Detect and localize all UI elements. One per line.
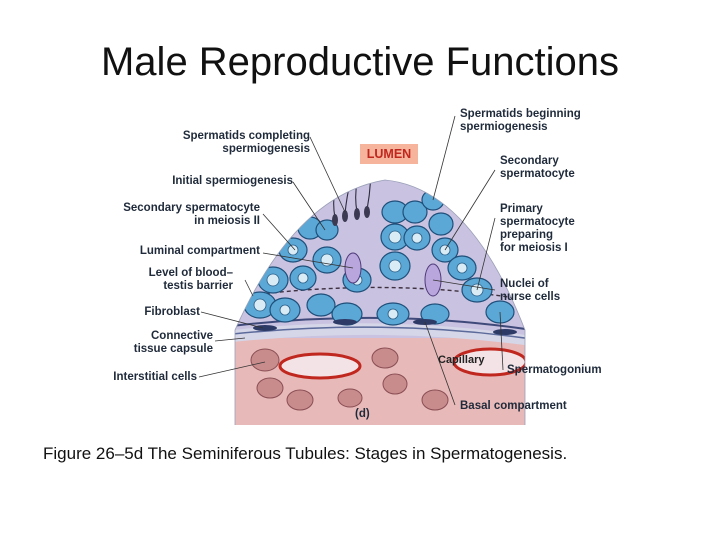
label-line: tissue capsule <box>133 343 213 355</box>
label-line: Nuclei of <box>500 278 549 290</box>
label-secondary-meiosis: Secondary spermatocyte in meiosis II <box>95 202 260 228</box>
capillary-left <box>278 352 362 380</box>
label-connective-capsule: Connective tissue capsule <box>105 330 213 356</box>
label-interstitial-cells: Interstitial cells <box>113 371 197 383</box>
label-line: Primary <box>500 203 543 215</box>
seminiferous-tubule-figure: LUMEN Spermatids completing spermiogenes… <box>95 100 625 425</box>
label-secondary-spermatocyte: Secondary spermatocyte <box>500 155 620 181</box>
label-luminal-compartment: Luminal compartment <box>139 245 260 257</box>
label-blood-testis-barrier: Level of blood– testis barrier <box>105 267 233 293</box>
label-line: Secondary <box>500 155 559 167</box>
slide-title: Male Reproductive Functions <box>100 40 620 84</box>
panel-letter: (d) <box>355 408 370 420</box>
label-capillary: Capillary <box>438 354 485 366</box>
label-line: spermatocyte <box>500 216 575 228</box>
label-line: nurse cells <box>500 291 561 303</box>
label-spermatogonium: Spermatogonium <box>507 364 602 376</box>
label-line: Spermatids beginning <box>460 108 581 120</box>
label-line: preparing <box>500 229 554 241</box>
label-line: Connective <box>151 330 213 342</box>
label-basal-compartment: Basal compartment <box>460 400 567 412</box>
label-fibroblast: Fibroblast <box>144 306 200 318</box>
label-line: spermiogenesis <box>222 143 310 155</box>
wedge-outline <box>234 179 526 425</box>
lumen-label: LUMEN <box>360 144 418 164</box>
label-line: Secondary spermatocyte <box>123 202 260 214</box>
cell-nuclei <box>253 230 484 320</box>
label-spermatids-completing: Spermatids completing spermiogenesis <box>125 130 310 156</box>
spermatid-heads <box>332 206 370 226</box>
label-line: Level of blood– <box>148 267 233 279</box>
label-line: spermatocyte <box>500 168 575 180</box>
label-line: Spermatids completing <box>182 130 310 142</box>
label-line: spermiogenesis <box>460 121 548 133</box>
label-spermatids-beginning: Spermatids beginning spermiogenesis <box>460 108 620 134</box>
interstitial-cells <box>250 347 449 411</box>
label-initial-spermiogenesis: Initial spermiogenesis <box>172 175 293 187</box>
label-nurse-cell-nuclei: Nuclei of nurse cells <box>500 278 620 304</box>
label-line: for meiosis I <box>500 242 568 254</box>
leader-lines <box>198 115 504 406</box>
figure-caption: Figure 26–5d The Seminiferous Tubules: S… <box>43 444 568 463</box>
tubule-illustration <box>198 115 526 425</box>
blood-testis-barrier-line <box>244 286 516 299</box>
capillary-right <box>452 347 525 377</box>
label-line: testis barrier <box>163 280 233 292</box>
label-primary-spermatocyte: Primary spermatocyte preparing for meios… <box>500 203 620 255</box>
label-line: in meiosis II <box>194 215 260 227</box>
